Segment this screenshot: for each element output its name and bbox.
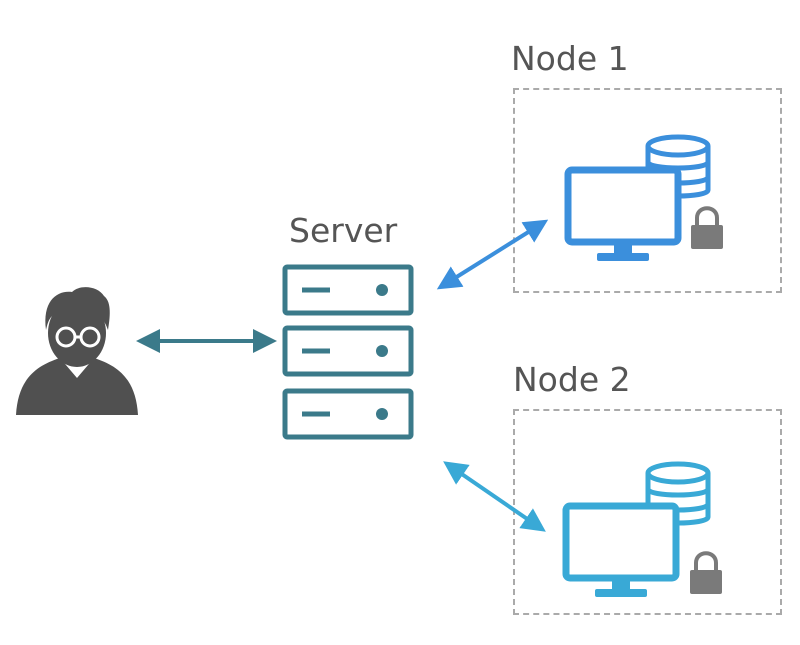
node2-lock-icon xyxy=(690,551,722,594)
node1-monitor-icon xyxy=(564,166,682,261)
server-node2-arrow xyxy=(443,461,546,532)
node1-box xyxy=(513,88,782,293)
node1-label: Node 1 xyxy=(511,39,629,78)
node2-monitor-icon xyxy=(562,502,680,597)
user-icon xyxy=(16,287,138,415)
node1-lock-icon xyxy=(691,206,723,249)
node2-label: Node 2 xyxy=(513,360,631,399)
server-label: Server xyxy=(289,211,398,250)
server-node1-arrow xyxy=(436,219,549,290)
server-icon xyxy=(282,264,414,440)
